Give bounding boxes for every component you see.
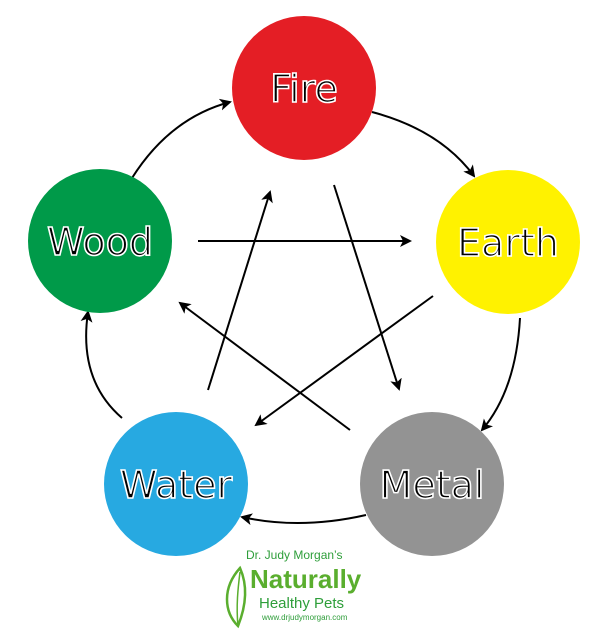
earth-circle — [436, 170, 580, 314]
metal-circle — [360, 412, 504, 556]
arrow-water-to-wood — [80, 310, 123, 419]
leaf-icon — [225, 565, 247, 629]
node-metal: Metal — [360, 412, 504, 556]
node-fire: Fire — [232, 16, 376, 160]
wood-label: Wood — [47, 220, 153, 264]
arrow-earth-to-metal — [480, 317, 521, 432]
fire-label: Fire — [270, 67, 338, 111]
arrow-fire-to-earth — [371, 111, 476, 178]
node-earth: Earth — [436, 170, 580, 314]
arrow-earth-to-water — [254, 295, 434, 427]
metal-label: Metal — [380, 463, 485, 507]
logo-line1: Dr. Judy Morgan’s — [246, 548, 343, 562]
controlling-cycle-arrows — [178, 184, 434, 431]
node-wood: Wood — [28, 169, 172, 313]
arrow-fire-to-metal — [333, 184, 402, 391]
generating-cycle-arrows — [80, 98, 521, 526]
logo-line3: Healthy Pets — [259, 595, 344, 612]
logo: Dr. Judy Morgan’s Naturally Healthy Pets… — [225, 548, 362, 629]
node-water: Water — [104, 412, 248, 556]
water-label: Water — [120, 463, 233, 507]
earth-label: Earth — [457, 221, 559, 265]
wood-circle — [28, 169, 172, 313]
logo-url: www.drjudymorgan.com — [261, 613, 348, 622]
arrow-metal-to-wood — [178, 301, 351, 431]
arrow-metal-to-water — [240, 513, 367, 526]
arrow-wood-to-fire — [131, 98, 232, 179]
fire-circle — [232, 16, 376, 160]
water-circle — [104, 412, 248, 556]
logo-line2: Naturally — [250, 564, 362, 594]
arrow-water-to-fire — [207, 190, 273, 391]
